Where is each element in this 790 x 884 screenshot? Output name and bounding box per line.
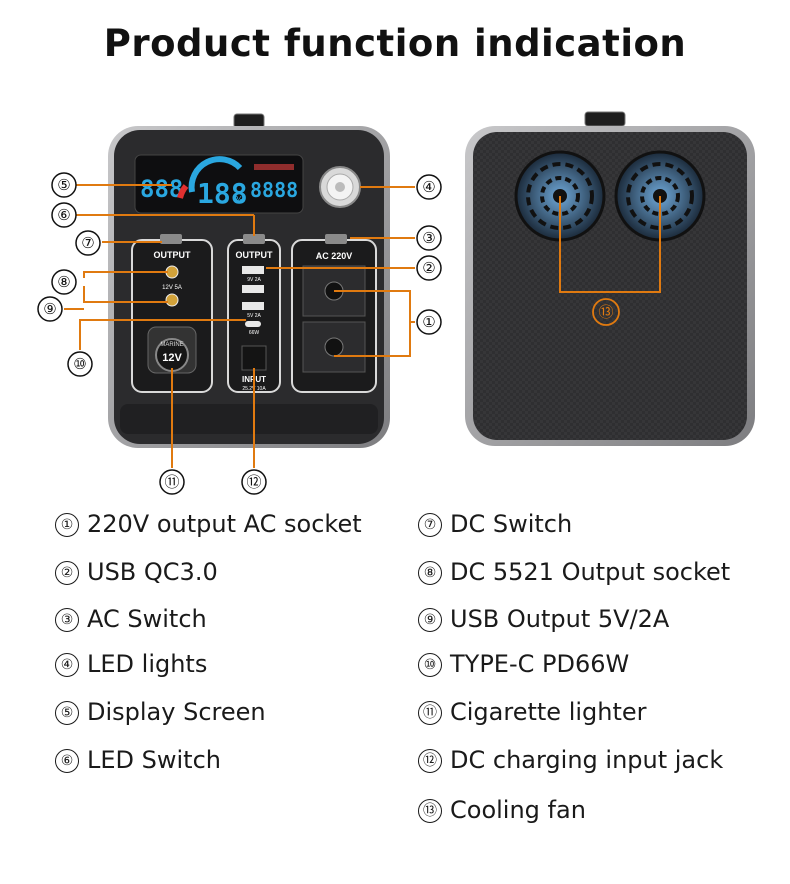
dc-input-jack[interactable] <box>241 345 267 371</box>
svg-text:⑦: ⑦ <box>81 234 94 252</box>
display-unit: % <box>234 195 244 206</box>
svg-text:⑧: ⑧ <box>57 273 70 291</box>
usb-port-2[interactable] <box>242 285 264 293</box>
callout-6: ⑥ <box>51 202 77 228</box>
callout-11: ⑪ <box>159 469 185 495</box>
display-arc <box>188 156 243 193</box>
svg-text:⑬: ⑬ <box>598 303 613 321</box>
usb-qc-port[interactable] <box>242 266 264 274</box>
display-mid-digits: 188 <box>197 177 248 210</box>
led-light[interactable] <box>319 166 361 208</box>
display-arc-red <box>177 184 189 199</box>
callout-13: ⑬ <box>592 298 620 326</box>
ac-output-panel: AC 220V <box>291 234 377 393</box>
cig-main-label: 12V <box>162 352 182 364</box>
callout-7: ⑦ <box>75 230 101 256</box>
callout-lines <box>64 184 661 468</box>
svg-text:⑨: ⑨ <box>43 300 56 318</box>
typec-port[interactable] <box>245 321 261 327</box>
dc-output-label: OUTPUT <box>154 250 192 260</box>
ac-switch[interactable] <box>325 234 347 244</box>
svg-text:④: ④ <box>422 178 435 196</box>
ac-label: AC 220V <box>316 251 353 261</box>
led-switch[interactable] <box>243 234 265 244</box>
bottom-vent <box>120 404 378 434</box>
dc-switch[interactable] <box>160 234 182 244</box>
svg-text:⑤: ⑤ <box>57 176 70 194</box>
cig-top-label: MARINE <box>160 342 183 348</box>
callout-3: ③ <box>416 225 442 251</box>
display-screen: 888 188 % 8888 <box>134 154 304 214</box>
svg-text:⑫: ⑫ <box>246 473 261 491</box>
callout-numbers: ⑤ ⑥ ⑦ ⑧ ⑨ ⑩ ⑪ ⑫ ④ ③ ② ① ⑬ <box>37 172 620 495</box>
usb-output-panel: OUTPUT 9V 2A 5V 2A 66W INPUT 25.2V 10A <box>227 234 281 393</box>
callout-8: ⑧ <box>51 269 77 295</box>
callout-2: ② <box>416 255 442 281</box>
usb-output-label: OUTPUT <box>236 250 274 260</box>
svg-text:③: ③ <box>422 229 435 247</box>
back-handle <box>584 111 626 127</box>
callout-4: ④ <box>416 174 442 200</box>
back-view <box>465 111 755 446</box>
svg-text:⑩: ⑩ <box>73 355 86 373</box>
callout-5: ⑤ <box>51 172 77 198</box>
usb-spec-1: 9V 2A <box>247 277 261 283</box>
display-right-digits: 8888 <box>250 178 298 202</box>
top-handle <box>233 113 265 129</box>
svg-text:⑥: ⑥ <box>57 206 70 224</box>
back-body <box>473 132 747 440</box>
dc-output-panel: OUTPUT 12V 5A MARINE 12V <box>131 234 213 393</box>
svg-text:②: ② <box>422 259 435 277</box>
dc5521-socket-2[interactable] <box>165 293 179 307</box>
usb-spec-2: 5V 2A <box>247 313 261 319</box>
callout-10: ⑩ <box>67 351 93 377</box>
callout-12: ⑫ <box>241 469 267 495</box>
usb-5v-port[interactable] <box>242 302 264 310</box>
svg-text:⑪: ⑪ <box>164 473 179 491</box>
dc-spec: 12V 5A <box>162 285 182 291</box>
front-view: 888 188 % 8888 OUTPUT 12V 5A MARINE <box>108 113 390 448</box>
display-left-digits: 888 <box>140 175 183 203</box>
typec-spec: 66W <box>249 330 260 336</box>
page-title: Product function indication <box>103 22 687 65</box>
callout-1: ① <box>416 309 442 335</box>
callout-9: ⑨ <box>37 296 63 322</box>
svg-text:①: ① <box>422 313 435 331</box>
display-indicators <box>254 164 294 170</box>
